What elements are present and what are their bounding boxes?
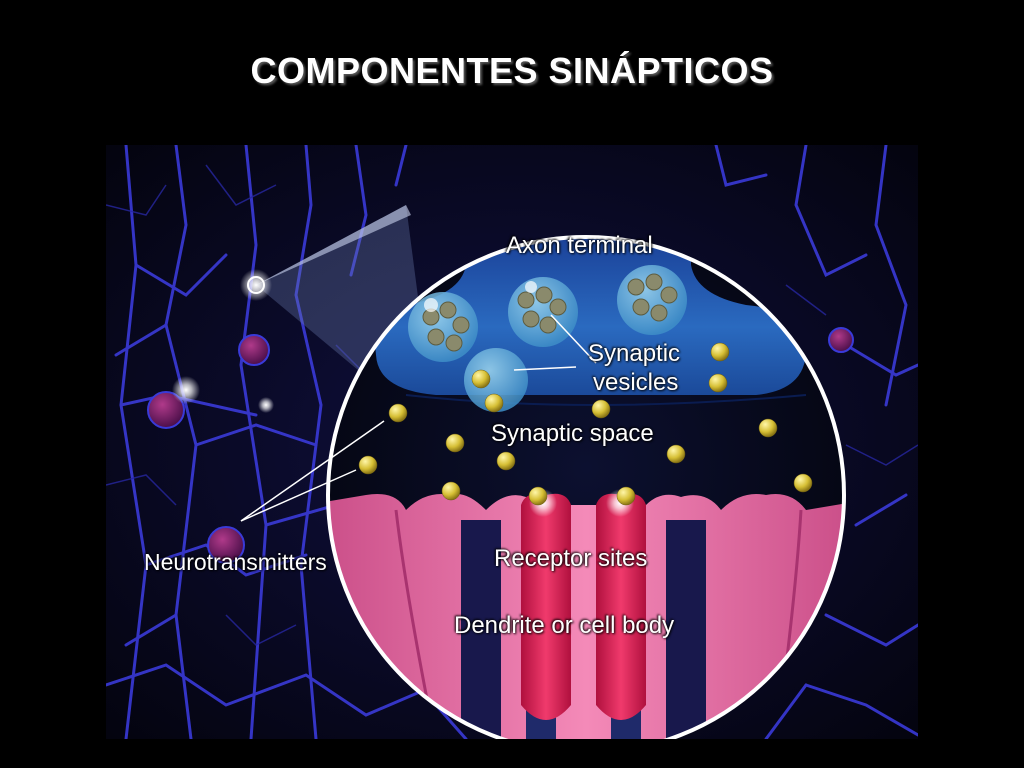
cell-body	[147, 391, 185, 429]
synapse-illustration	[106, 145, 918, 739]
receptor-sites	[521, 493, 646, 720]
dendrite-membrane	[328, 494, 844, 739]
label-receptor-sites: Receptor sites	[494, 545, 648, 572]
neurotransmitters	[358, 342, 813, 506]
cell-body	[207, 526, 245, 564]
slide-title: COMPONENTES SINÁPTICOS	[250, 50, 774, 91]
label-dendrite: Dendrite or cell body	[454, 612, 675, 639]
cell-body	[238, 334, 270, 366]
synapse-diagram: Axon terminal Synaptic vesicles Synaptic…	[106, 145, 918, 739]
magnified-synapse	[328, 237, 844, 739]
cell-body	[828, 327, 854, 353]
label-axon-terminal: Axon terminal	[506, 232, 653, 259]
label-neurotransmitters: Neurotransmitters	[144, 549, 327, 575]
label-synaptic-vesicles-1: Synaptic	[588, 340, 681, 367]
label-synaptic-vesicles-2: vesicles	[593, 369, 679, 396]
magnification-circle	[326, 235, 846, 739]
label-synaptic-space: Synaptic space	[491, 420, 654, 447]
